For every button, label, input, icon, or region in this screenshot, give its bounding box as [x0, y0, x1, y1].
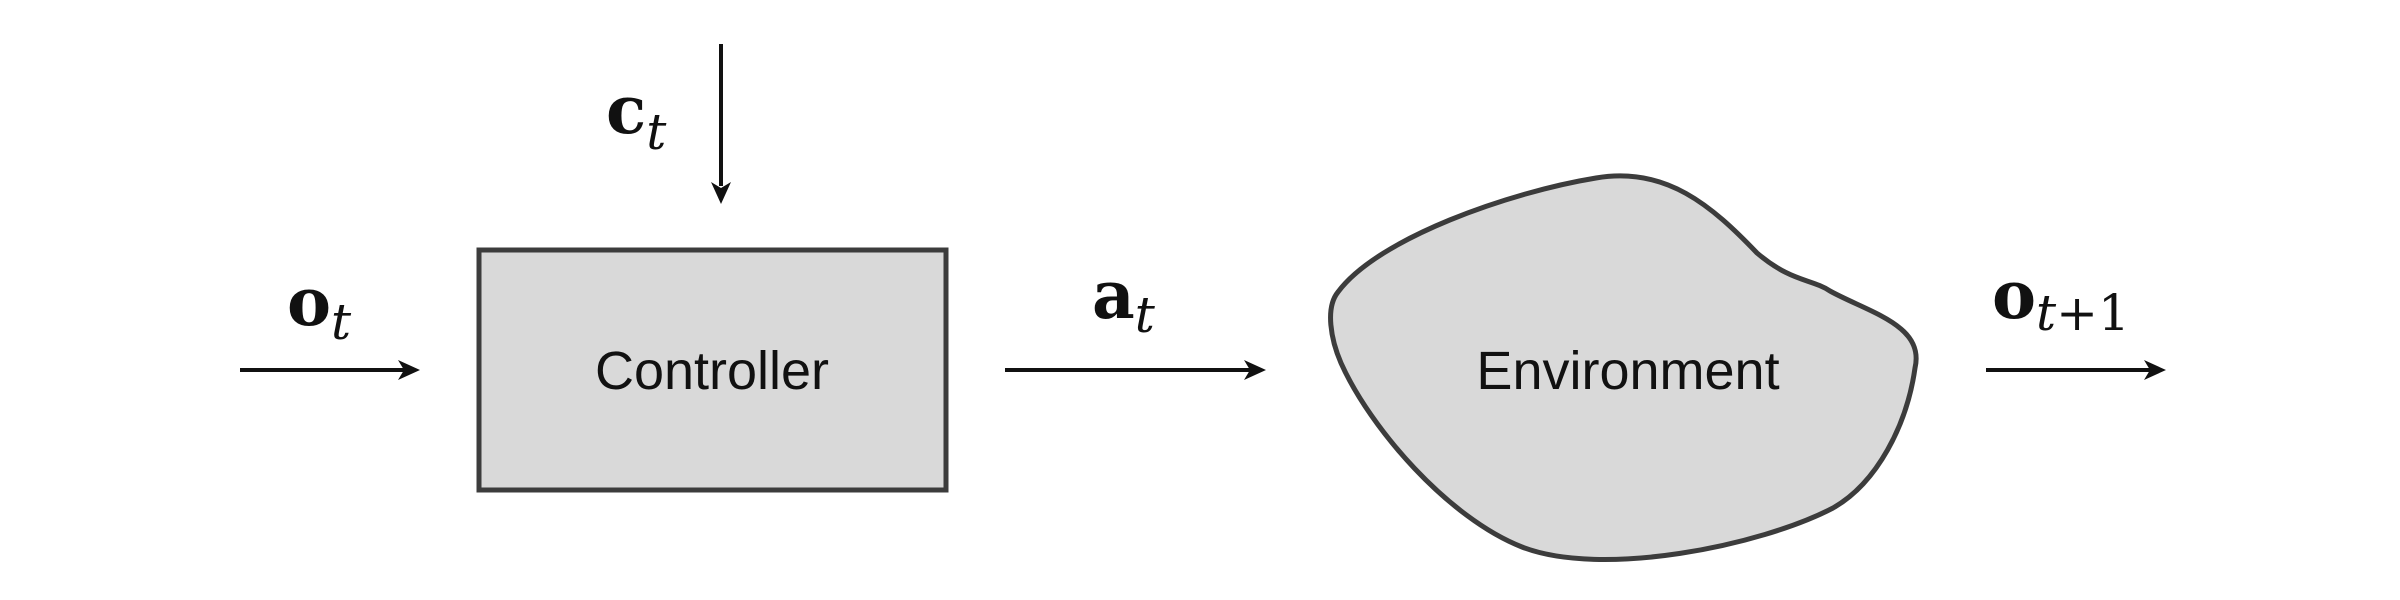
- environment-shape: [1328, 173, 1919, 562]
- environment-block: Environment: [1328, 173, 1919, 562]
- next-observation-arrow-head: [2144, 360, 2166, 380]
- action-label: at: [1092, 256, 1156, 344]
- controller-label: Controller: [595, 341, 829, 401]
- action-symbol: a: [1092, 256, 1135, 334]
- command-signal: ct: [606, 44, 731, 204]
- command-symbol: c: [606, 71, 646, 149]
- observation-label: ot: [287, 263, 352, 351]
- observation-arrow-head: [398, 360, 420, 380]
- observation-subscript: t: [331, 293, 352, 351]
- action-subscript: t: [1135, 286, 1156, 344]
- command-subscript: t: [646, 103, 667, 161]
- command-arrow-head: [711, 182, 731, 204]
- action-arrow-head: [1244, 360, 1266, 380]
- controller-block: Controller: [476, 247, 949, 493]
- observation-symbol: o: [287, 263, 331, 341]
- environment-label: Environment: [1476, 341, 1779, 401]
- next-observation-subscript-var: t: [2036, 284, 2057, 342]
- next-observation-signal: ot+1: [1986, 256, 2166, 380]
- controller-box: [476, 247, 949, 493]
- next-observation-label: ot+1: [1992, 256, 2130, 342]
- command-label: ct: [606, 71, 667, 161]
- action-signal: at: [1005, 256, 1266, 380]
- next-observation-symbol: o: [1992, 256, 2036, 334]
- observation-signal: ot: [240, 263, 420, 380]
- next-observation-subscript-rest: +1: [2056, 284, 2130, 342]
